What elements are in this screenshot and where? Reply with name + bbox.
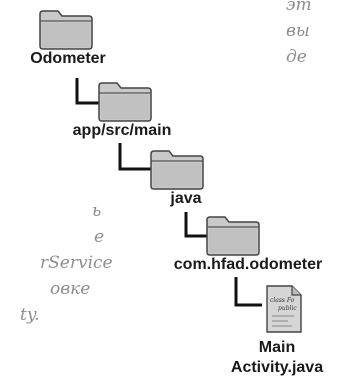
- java-file-icon: class Fo public: [266, 285, 302, 333]
- folder-icon: [206, 216, 260, 256]
- note-line: rService: [40, 253, 113, 273]
- handwritten-note-right: эт вы де: [286, 0, 312, 70]
- folder-icon: [39, 10, 93, 50]
- connector-odometer-app: [75, 78, 102, 105]
- note-line: ь: [92, 201, 102, 221]
- connector-app-java: [118, 143, 154, 171]
- folder-label-app-src-main: app/src/main: [72, 122, 172, 139]
- file-label-line: Activity.java: [230, 359, 324, 376]
- connector-com-file: [234, 277, 262, 307]
- file-label-main-activity: Main Activity.java: [218, 338, 336, 378]
- note-line: овке: [50, 279, 91, 299]
- folder-label-odometer: Odometer: [30, 50, 106, 67]
- note-line: ty.: [20, 305, 40, 325]
- note-line: де: [286, 47, 307, 67]
- folder-label-java: java: [170, 190, 202, 207]
- note-line: вы: [286, 21, 310, 41]
- connector-java-com: [184, 212, 210, 238]
- file-snippet-line: class Fo: [270, 297, 295, 304]
- folder-icon: [150, 150, 204, 190]
- note-line: эт: [286, 0, 312, 15]
- folder-icon: [98, 82, 152, 122]
- handwritten-note-left: ь е rService овке ty.: [4, 198, 113, 328]
- note-line: е: [94, 227, 105, 247]
- file-snippet-line: public: [278, 305, 297, 312]
- file-label-line: Main: [258, 339, 296, 356]
- folder-label-com-hfad-odometer: com.hfad.odometer: [173, 256, 323, 273]
